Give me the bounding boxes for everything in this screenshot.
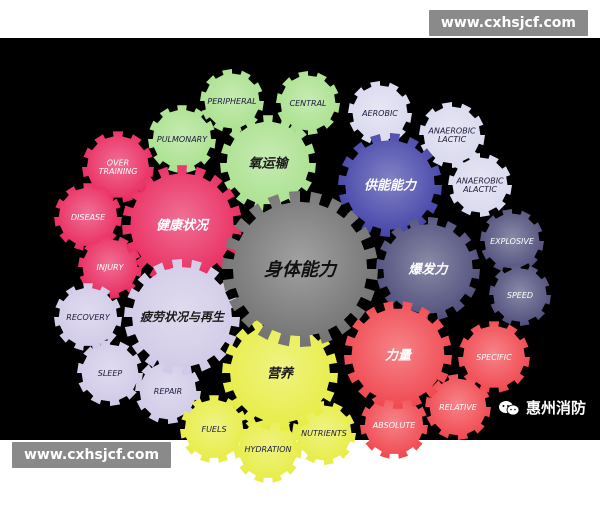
explosive-power-child-1: EXPLOSIVE (480, 209, 544, 273)
center-gear-label: 身体能力 (264, 259, 338, 280)
health-status-hub: 健康状况 (122, 165, 242, 285)
gear-diagram: PERIPHERAL CENTRAL PULMONARY AEROBIC ANAEROB… (54, 69, 551, 483)
health-status-hub-shape (122, 165, 242, 285)
energy-supply-hub-shape (338, 133, 442, 237)
fatigue-recovery-child-3-label: REPAIR (154, 387, 182, 396)
strength-child-2-shape (425, 374, 491, 440)
strength-hub: 力量 (344, 301, 452, 409)
watermark-top: www.cxhsjcf.com (428, 10, 588, 36)
fatigue-recovery-child-1-label: RECOVERY (66, 313, 111, 322)
oxygen-transport-hub-label: 氧运输 (248, 156, 290, 172)
oxygen-transport-child-1-label: PERIPHERAL (207, 97, 256, 106)
oxygen-transport-child-2-label: CENTRAL (290, 99, 327, 108)
fatigue-recovery-child-2: SLEEP (77, 340, 143, 406)
explosive-power-child-2-shape (489, 264, 551, 326)
nutrition-child-2-shape (234, 415, 302, 483)
strength-child-3: ABSOLUTE (360, 391, 428, 459)
oxygen-transport-hub-shape (220, 115, 316, 211)
strength-child-1-shape (458, 321, 530, 393)
fatigue-recovery-child-2-shape (77, 340, 143, 406)
nutrition-child-1: FUELS (180, 395, 248, 463)
explosive-power-child-1-shape (480, 209, 544, 273)
energy-supply-child-3-shape (448, 153, 512, 217)
fatigue-recovery-child-1: RECOVERY (54, 283, 122, 351)
health-status-child-2-label: DISEASE (71, 213, 106, 222)
nutrition-child-3-label: NUTRIENTS (301, 429, 347, 438)
strength-child-3-shape (360, 391, 428, 459)
strength-child-2-label: RELATIVE (439, 403, 478, 412)
wechat-icon (498, 400, 520, 415)
health-status-child-3-label: INJURY (96, 263, 124, 272)
explosive-power-hub-shape (376, 217, 480, 321)
brand-name: 惠州消防 (525, 399, 586, 417)
oxygen-transport-child-1-shape (200, 69, 264, 133)
energy-supply-child-1-shape (348, 81, 412, 145)
fatigue-recovery-child-2-label: SLEEP (98, 369, 123, 378)
oxygen-transport-child-2: CENTRAL (276, 71, 340, 135)
health-status-hub-label: 健康状况 (156, 218, 210, 234)
explosive-power-child-2-label: SPEED (507, 291, 533, 300)
energy-supply-child-1-label: AEROBIC (361, 109, 398, 118)
diagram-panel: PERIPHERAL CENTRAL PULMONARY AEROBIC ANAEROB… (0, 38, 600, 483)
strength-child-3-label: ABSOLUTE (372, 421, 417, 430)
center-gear-shape (222, 191, 378, 347)
fatigue-recovery-child-1-shape (54, 283, 122, 351)
energy-supply-hub-label: 供能能力 (364, 178, 418, 194)
nutrition-child-3: NUTRIENTS (292, 401, 356, 465)
health-status-child-2-shape (54, 183, 122, 251)
oxygen-transport-child-3: PULMONARY (148, 105, 216, 173)
explosive-power-hub-label: 爆发力 (407, 262, 449, 278)
explosive-power-hub: 爆发力 (376, 217, 480, 321)
health-status-child-3: INJURY (78, 235, 142, 299)
nutrition-child-2-label: HYDRATION (244, 445, 291, 454)
explosive-power-child-1-label: EXPLOSIVE (490, 237, 535, 246)
nutrition-hub-label: 营养 (267, 366, 295, 382)
health-status-child-1-shape (82, 131, 154, 203)
energy-supply-child-2-shape (419, 102, 485, 168)
strength-hub-label: 力量 (385, 348, 413, 364)
nutrition-child-1-label: FUELS (201, 425, 226, 434)
health-status-child-2: DISEASE (54, 183, 122, 251)
oxygen-transport-hub: 氧运输 (220, 115, 316, 211)
health-status-child-3-shape (78, 235, 142, 299)
brand-badge: 惠州消防 (498, 397, 586, 418)
fatigue-recovery-hub-shape (124, 259, 240, 375)
fatigue-recovery-hub-label: 疲劳状况与再生 (140, 310, 226, 324)
explosive-power-child-2: SPEED (489, 264, 551, 326)
nutrition-child-2: HYDRATION (234, 415, 302, 483)
oxygen-transport-child-3-label: PULMONARY (157, 135, 208, 144)
strength-child-1-label: SPECIFIC (476, 353, 512, 362)
watermark-bottom: www.cxhsjcf.com (12, 442, 172, 468)
strength-hub-shape (344, 301, 452, 409)
energy-supply-child-1: AEROBIC (348, 81, 412, 145)
nutrition-child-1-shape (180, 395, 248, 463)
strength-child-2: RELATIVE (425, 374, 491, 440)
center-gear: 身体能力 (222, 191, 378, 347)
oxygen-transport-child-3-shape (148, 105, 216, 173)
energy-supply-hub: 供能能力 (338, 133, 442, 237)
fatigue-recovery-hub: 疲劳状况与再生 (124, 259, 240, 375)
oxygen-transport-child-2-shape (276, 71, 340, 135)
strength-child-1: SPECIFIC (458, 321, 530, 393)
nutrition-child-3-shape (292, 401, 356, 465)
oxygen-transport-child-1: PERIPHERAL (200, 69, 264, 133)
